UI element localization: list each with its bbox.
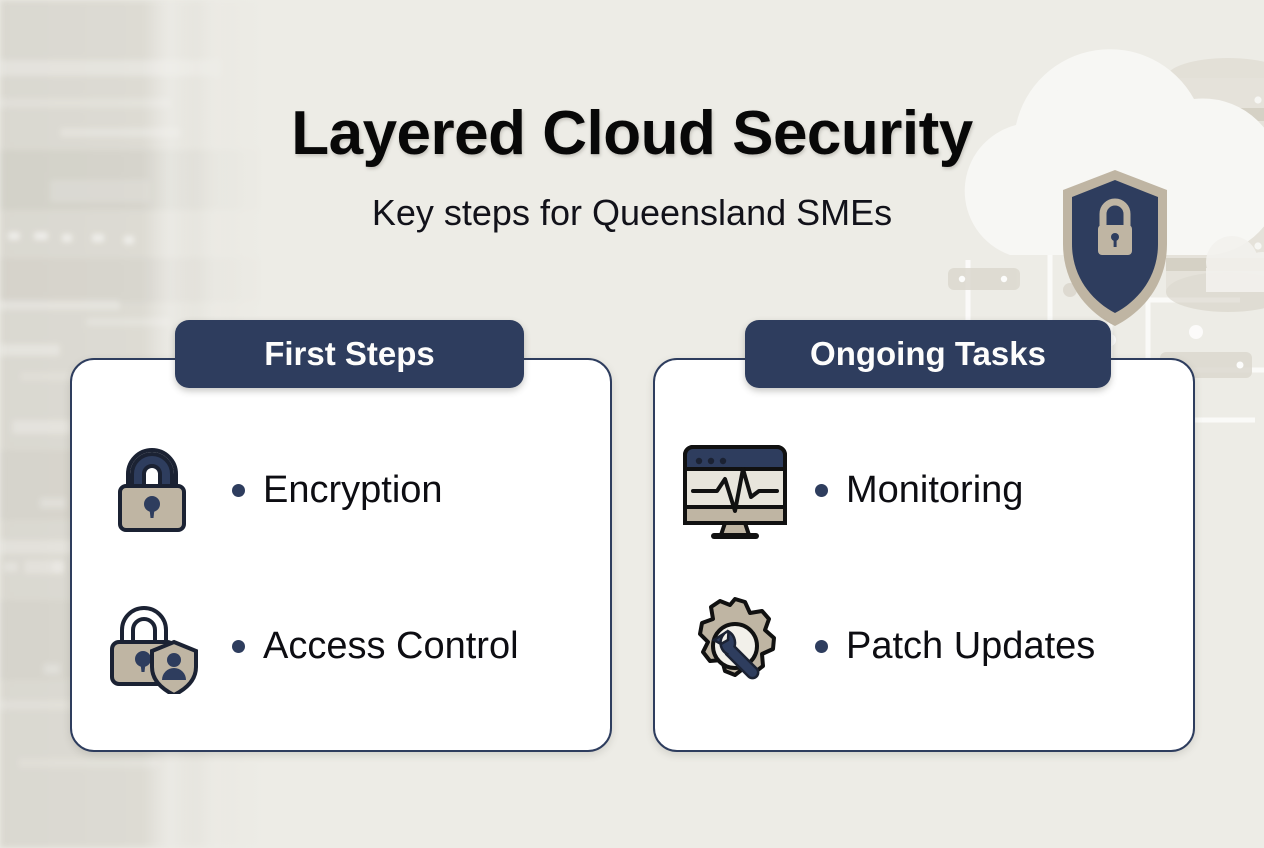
list-item-label: Patch Updates (846, 624, 1096, 667)
card-header-first-steps: First Steps (175, 320, 524, 388)
list-item: Access Control (72, 568, 610, 724)
monitor-heartbeat-icon (655, 439, 815, 541)
padlock-shield-user-icon (72, 598, 232, 694)
cloud-icon (964, 49, 1264, 255)
page-subtitle: Key steps for Queensland SMEs (371, 192, 893, 233)
list-item-label: Access Control (263, 624, 519, 667)
list-item: Patch Updates (655, 568, 1193, 724)
shield-lock-icon (1063, 170, 1167, 326)
bullet-dot (815, 639, 828, 653)
bullet-dot (232, 639, 245, 653)
list-item-label: Monitoring (846, 468, 1024, 511)
list-item: Encryption (72, 412, 610, 568)
padlock-icon (72, 442, 232, 538)
gear-wrench-icon (655, 595, 815, 697)
bullet-dot (232, 483, 245, 497)
list-item-label: Encryption (263, 468, 443, 511)
small-cloud-icon (1206, 236, 1264, 292)
bullet-dot (815, 483, 828, 497)
page-title: Layered Cloud Security (291, 99, 973, 168)
card-header-ongoing-tasks: Ongoing Tasks (745, 320, 1111, 388)
card-first-steps: First Steps Encryption (70, 320, 612, 752)
list-item: Monitoring (655, 412, 1193, 568)
card-ongoing-tasks: Ongoing Tasks (653, 320, 1195, 752)
